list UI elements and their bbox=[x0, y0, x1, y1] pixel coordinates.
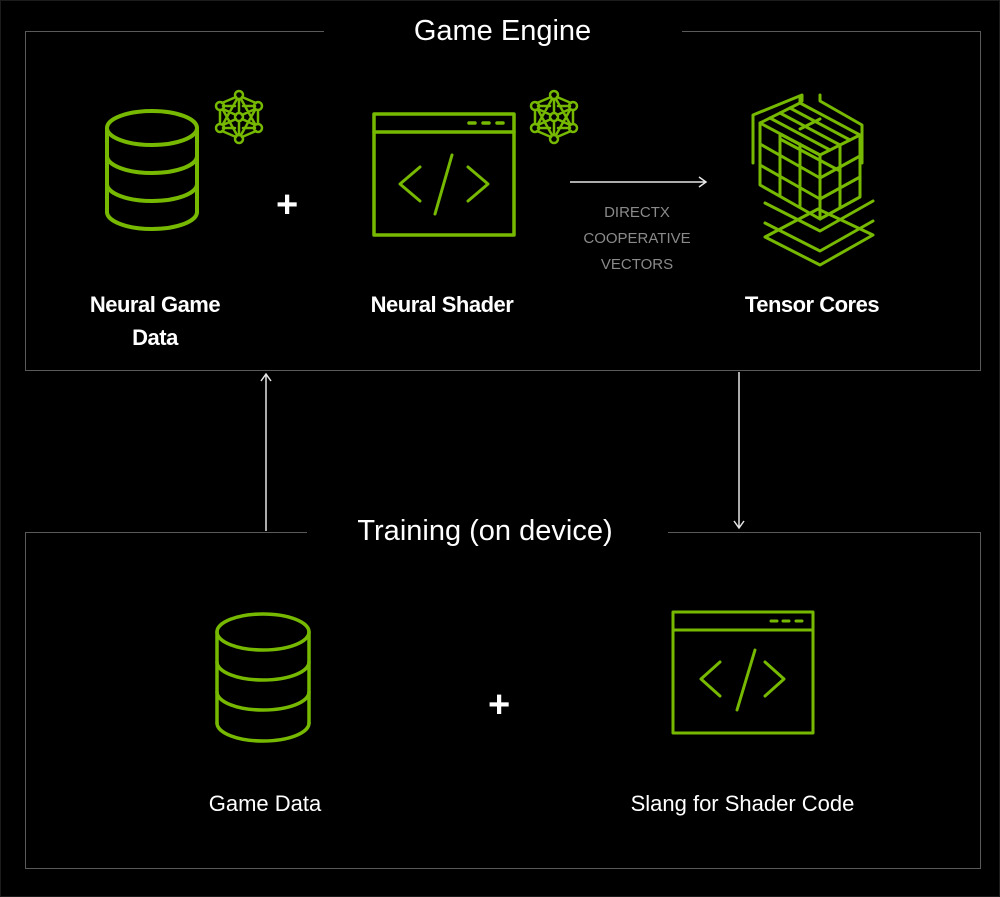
neural-network-icon bbox=[529, 89, 579, 145]
box-top-border-right bbox=[668, 532, 980, 533]
box-top-border-right bbox=[682, 31, 980, 32]
game-data-label: Game Data bbox=[208, 791, 322, 816]
plus-operator: + bbox=[488, 684, 511, 726]
plus-operator: + bbox=[276, 184, 299, 226]
database-icon bbox=[105, 109, 199, 231]
up-arrow bbox=[260, 372, 272, 531]
game-engine-title: Game Engine bbox=[413, 15, 592, 47]
caption-line-2: COOPERATIVE bbox=[583, 230, 691, 247]
slang-shader-code-label: Slang for Shader Code bbox=[630, 791, 855, 816]
code-window-icon bbox=[671, 610, 815, 735]
training-title: Training (on device) bbox=[357, 515, 613, 547]
box-top-border-left bbox=[25, 532, 307, 533]
neural-game-data-label: Neural Game Data bbox=[60, 288, 250, 354]
box-top-border-left bbox=[25, 31, 324, 32]
label-line-2: Data bbox=[132, 325, 178, 350]
directx-caption: DIRECTX COOPERATIVE VECTORS bbox=[562, 200, 712, 278]
training-box bbox=[25, 532, 981, 869]
down-arrow bbox=[733, 372, 745, 530]
label-line-1: Neural Game bbox=[89, 292, 221, 317]
game-engine-box bbox=[25, 31, 981, 371]
tensor-cube-icon bbox=[751, 93, 875, 267]
code-window-icon bbox=[372, 112, 516, 237]
neural-network-icon bbox=[214, 89, 264, 145]
caption-line-1: DIRECTX bbox=[604, 204, 670, 221]
database-icon bbox=[215, 612, 311, 743]
right-arrow bbox=[570, 176, 708, 188]
tensor-cores-label: Tensor Cores bbox=[744, 292, 880, 317]
caption-line-3: VECTORS bbox=[600, 256, 674, 273]
neural-shader-label: Neural Shader bbox=[370, 292, 514, 317]
